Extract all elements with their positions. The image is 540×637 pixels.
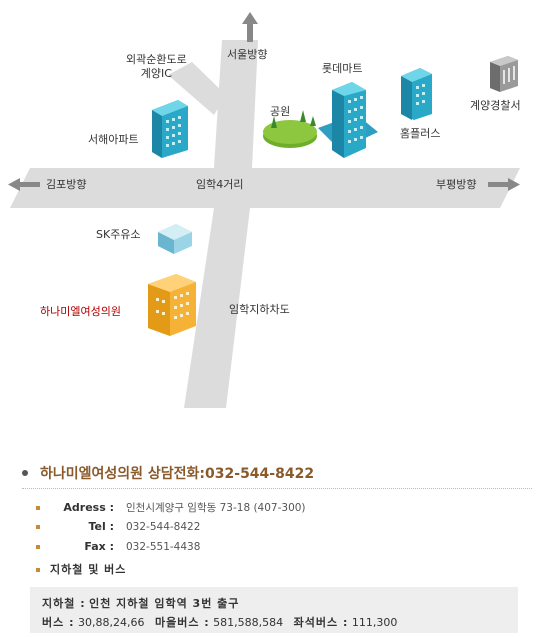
square-bullet-icon xyxy=(36,568,40,572)
fax-row: Fax : 032-551-4438 xyxy=(36,540,200,553)
seohae-apartment-building xyxy=(152,100,188,158)
label-seoul-direction: 서울방향 xyxy=(227,48,268,61)
bus-line: 버스 : 30,88,24,66 마을버스 : 581,588,584 좌석버스… xyxy=(42,614,397,630)
subway-value: 인천 지하철 임학역 3번 출구 xyxy=(89,597,240,610)
contact-title: 하나미엘여성의원 상담전화:032-544-8422 xyxy=(40,466,315,482)
subway-line: 지하철 : 인천 지하철 임학역 3번 출구 xyxy=(42,595,239,611)
arrow-north-icon xyxy=(242,12,258,42)
homeplus-building xyxy=(401,68,432,120)
clinic-building xyxy=(148,274,196,336)
square-bullet-icon xyxy=(36,545,40,549)
tel-row: Tel : 032-544-8422 xyxy=(36,520,200,533)
transit-box: 지하철 : 인천 지하철 임학역 3번 출구 버스 : 30,88,24,66 … xyxy=(30,587,518,633)
arrow-east-icon xyxy=(488,178,520,191)
label-imhak-underpass: 임학지하차도 xyxy=(229,303,290,316)
label-clinic: 하나미엘여성의원 xyxy=(40,305,121,318)
label-imhak-crossroad: 임학4거리 xyxy=(196,178,244,191)
village-bus-label: 마을버스 : xyxy=(154,616,210,629)
label-homeplus: 홈플러스 xyxy=(400,127,441,140)
fax-key: Fax : xyxy=(84,540,114,553)
lotte-mart-building xyxy=(318,82,378,158)
road-ring-ramp xyxy=(168,62,226,115)
road-north xyxy=(214,40,258,168)
arrow-west-icon xyxy=(8,178,40,191)
fax-value: 032-551-4438 xyxy=(126,541,201,553)
tel-key: Tel : xyxy=(88,520,114,533)
seat-bus-label: 좌석버스 : xyxy=(293,616,349,629)
square-bullet-icon xyxy=(36,525,40,529)
address-key: Adress : xyxy=(63,501,114,514)
transit-heading: 지하철 및 버스 xyxy=(50,563,127,576)
address-value: 인천시계양구 임학동 73-18 (407-300) xyxy=(126,502,306,514)
village-bus-value: 581,588,584 xyxy=(213,616,284,629)
square-bullet-icon xyxy=(36,506,40,510)
seat-bus-value: 111,300 xyxy=(351,616,398,629)
label-lotte-mart: 롯데마트 xyxy=(322,62,363,75)
address-row: Adress : 인천시계양구 임학동 73-18 (407-300) xyxy=(36,500,306,515)
label-bupyeong-direction: 부평방향 xyxy=(436,178,477,191)
transit-heading-row: 지하철 및 버스 xyxy=(36,561,126,577)
park-icon xyxy=(263,110,317,148)
subway-label: 지하철 : xyxy=(42,597,86,610)
road-east-west xyxy=(10,168,520,208)
label-gimpo-direction: 김포방향 xyxy=(46,178,87,191)
bus-label: 버스 : xyxy=(42,616,75,629)
label-police-station: 계양경찰서 xyxy=(470,99,521,112)
sk-gas-station-building xyxy=(158,224,192,254)
road-south xyxy=(184,208,250,408)
label-seohae-apartment: 서해아파트 xyxy=(88,133,139,146)
bus-value: 30,88,24,66 xyxy=(77,616,145,629)
police-station-building xyxy=(490,56,518,92)
bullet-icon xyxy=(22,470,28,476)
divider xyxy=(22,488,532,489)
tel-value: 032-544-8422 xyxy=(126,521,201,533)
label-sk-gas-station: SK주유소 xyxy=(96,228,141,241)
location-map xyxy=(8,12,520,408)
label-ring-road-ic: 외곽순환도로 계양IC xyxy=(126,53,187,80)
label-park: 공원 xyxy=(270,105,291,118)
contact-title-row: 하나미엘여성의원 상담전화:032-544-8422 xyxy=(22,463,532,485)
